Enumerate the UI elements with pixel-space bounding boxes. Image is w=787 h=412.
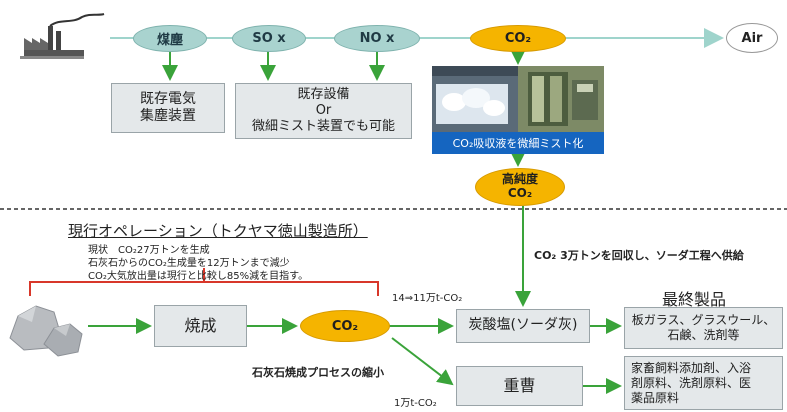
mist-equipment-photo [432,66,604,132]
electrostatic-precipitator-box: 既存電気 集塵装置 [111,83,225,133]
high-purity-line-2: CO₂ [507,186,533,200]
photo-caption: CO₂吸収液を微細ミスト化 [432,132,604,154]
product-box-1: 板ガラス、グラスウール、 石鹸、洗剤等 [624,307,783,349]
equipment-line-3: 微細ミスト装置でも可能 [251,119,395,135]
product-2-line-1: 家畜飼料添加剤、入浴 [631,360,752,375]
electro-line-2: 集塵装置 [140,108,196,124]
factory-icon [20,13,105,59]
existing-equipment-box: 既存設備 Or 微細ミスト装置でも可能 [235,83,412,139]
co2-node-bottom: CO₂ [300,310,390,342]
shrink-note: 石灰石焼成プロセスの縮小 [252,366,384,379]
final-products-title: 最終製品 [662,290,727,309]
product-box-2: 家畜飼料添加剤、入浴 剤原料、洗剤原料、医 薬品原料 [624,356,783,410]
electro-line-1: 既存電気 [140,90,196,107]
product-2-line-2: 剤原料、洗剤原料、医 [631,375,752,390]
high-purity-line-1: 高純度 [501,172,538,187]
calcination-box: 焼成 [154,305,247,347]
operation-line-1: 現状 CO₂27万トンを生成 [88,245,210,256]
operation-line-3: CO₂大気放出量は現行と比較し85%減を目指す。 [88,271,309,282]
product-2-line-3: 薬品原料 [631,390,680,405]
air-node: Air [726,23,778,53]
equipment-line-1: 既存設備 [297,86,350,102]
limestone-icon [9,305,83,357]
nox-node: NO x [334,25,420,52]
reduction-label: 14⇒11万t-CO₂ [392,293,463,304]
dust-node: 煤塵 [133,25,207,52]
red-bracket [29,281,379,296]
soda-ash-box: 炭酸塩(ソーダ灰) [456,309,590,343]
co2-node-top: CO₂ [470,25,566,52]
supply-note: CO₂ 3万トンを回収し、ソーダ工程へ供給 [534,249,744,262]
bicarbonate-box: 重曹 [456,366,583,406]
operation-title: 現行オペレーション（トクヤマ徳山製造所） [68,222,368,240]
equipment-line-2: Or [315,102,332,118]
arrow-to-bicarbonate [391,337,454,386]
high-purity-co2-node: 高純度 CO₂ [475,168,565,206]
small-amount-label: 1万t-CO₂ [394,398,437,409]
sox-node: SO x [232,25,306,52]
product-1-line-1: 板ガラス、グラスウール、 [631,313,776,327]
product-1-line-2: 石鹸、洗剤等 [667,328,740,342]
operation-line-2: 石灰石からのCO₂生成量を12万トンまで減少 [88,258,290,269]
